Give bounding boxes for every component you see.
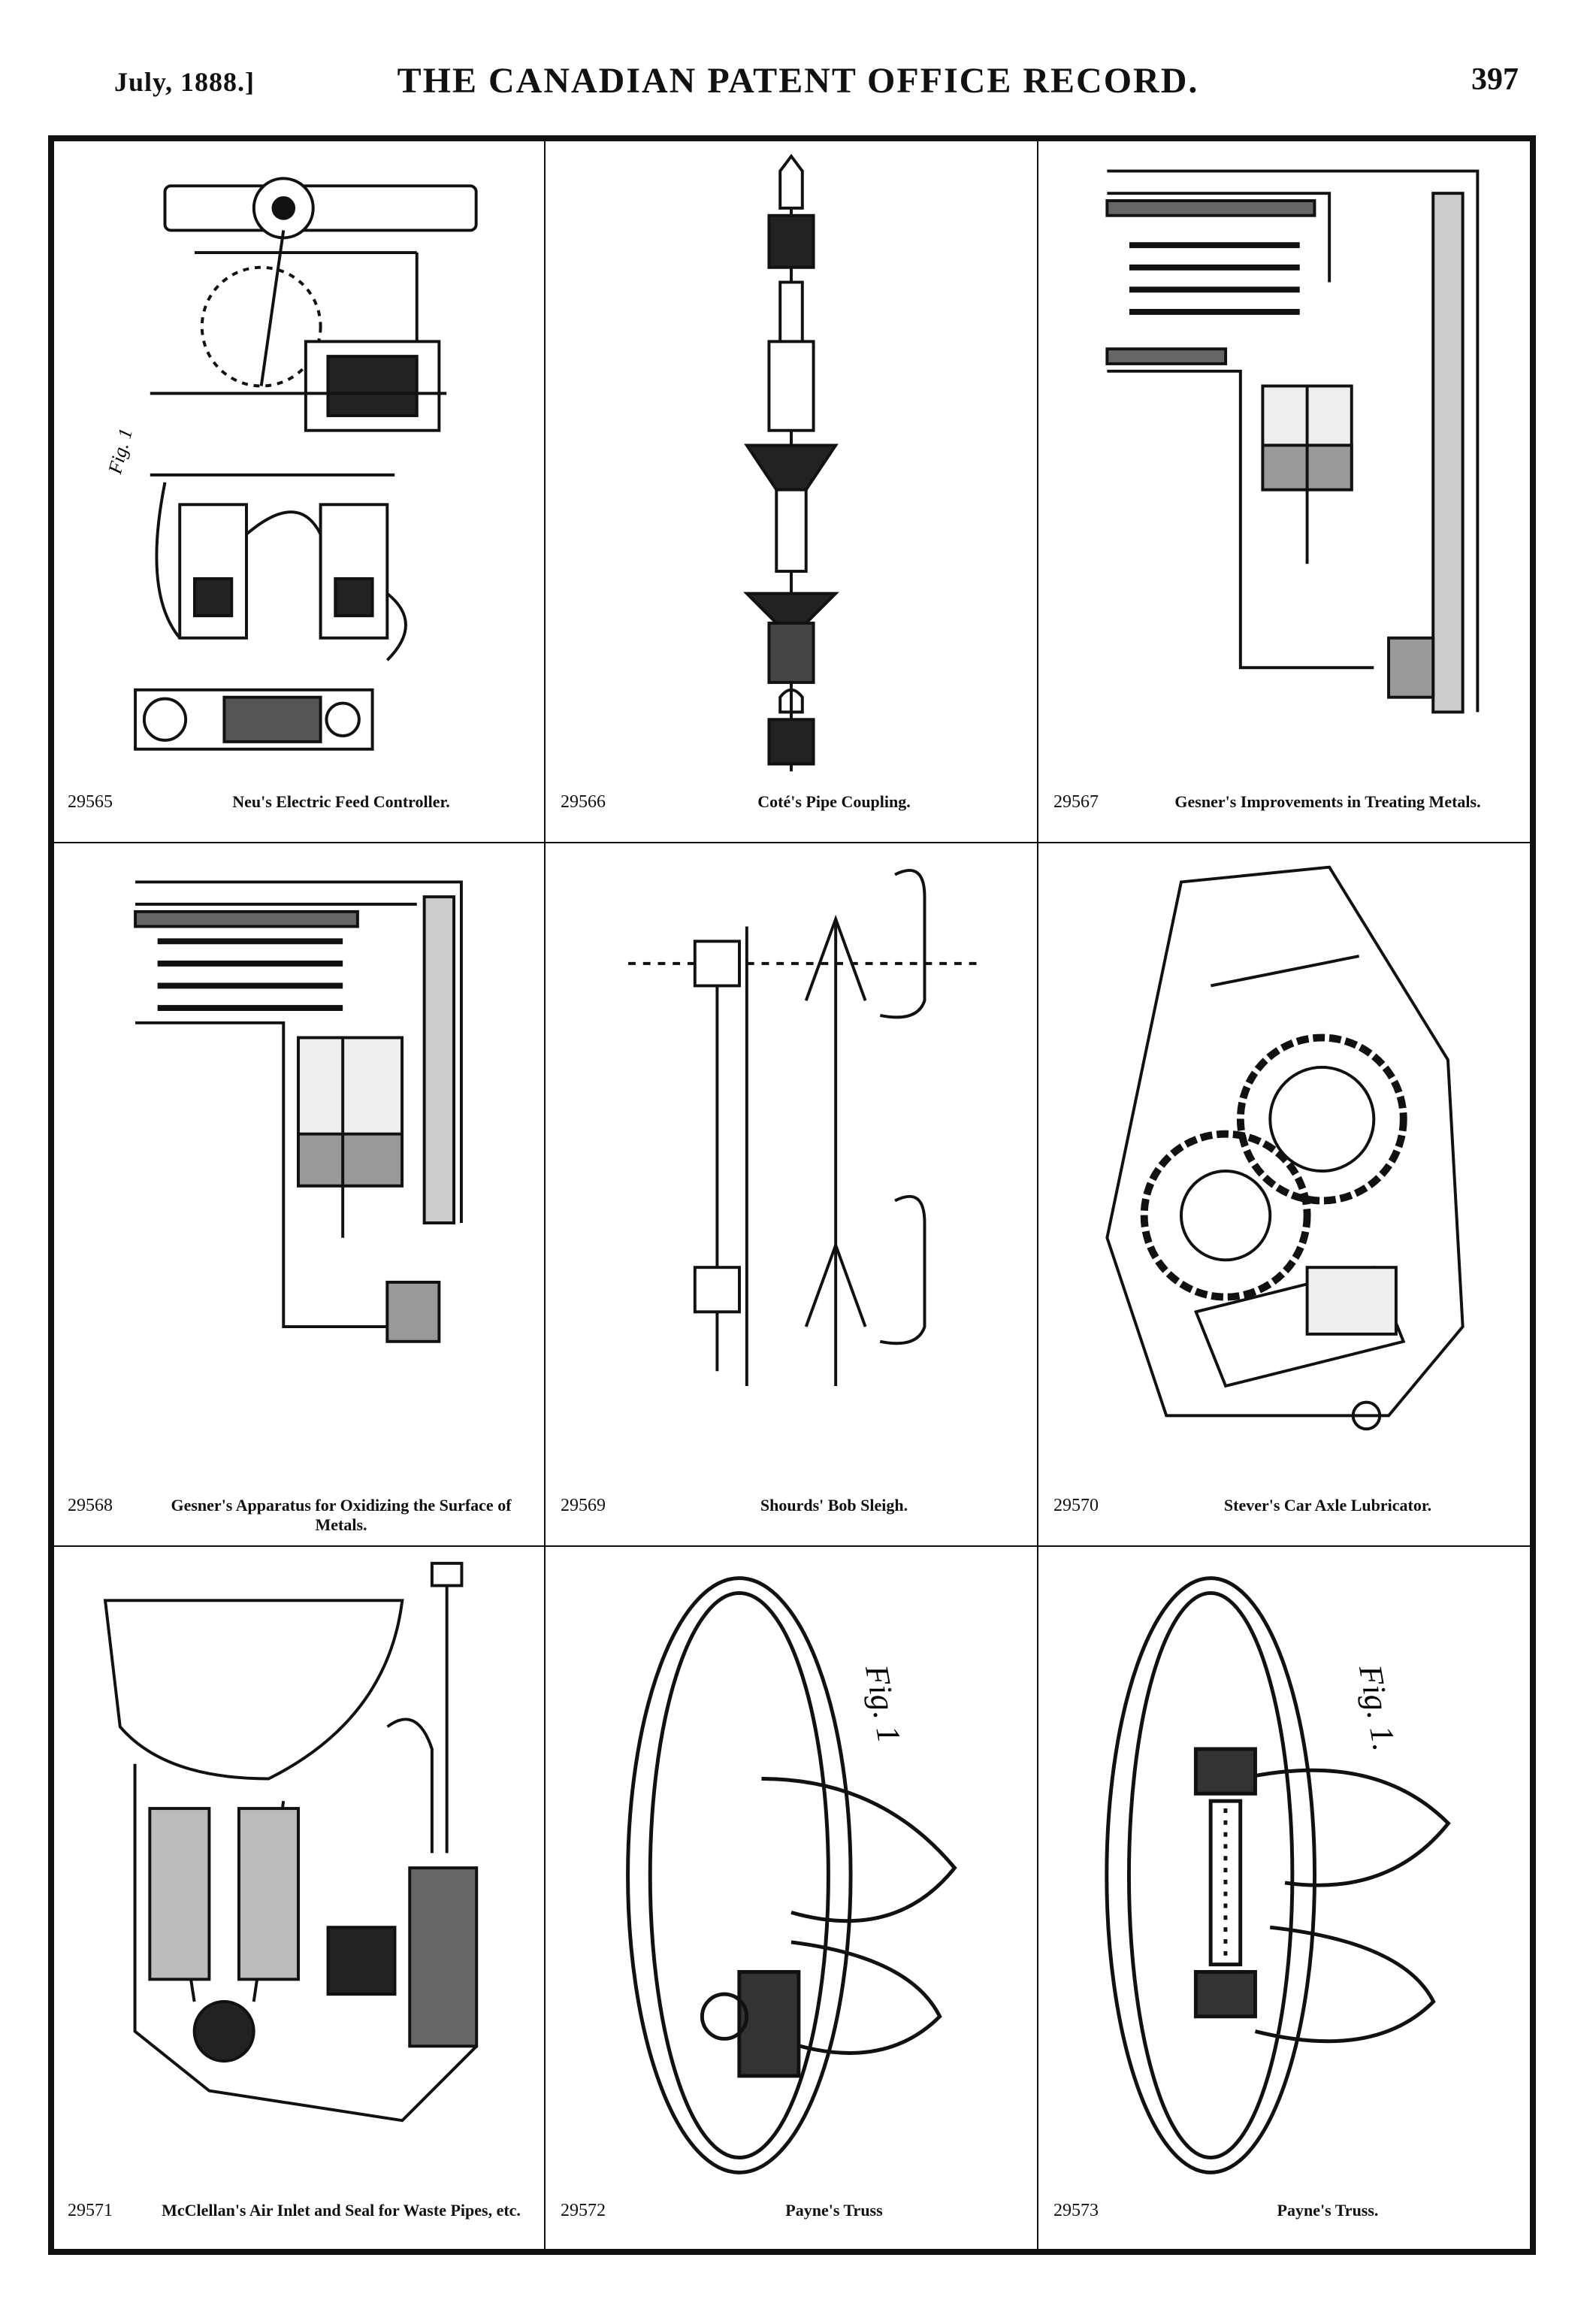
patent-title: Gesner's Improvements in Treating Metals… (1174, 792, 1481, 811)
patent-title: Coté's Pipe Coupling. (757, 792, 911, 811)
patent-number: 29567 (1053, 792, 1099, 812)
fig-label: Fig. 1 (858, 1662, 907, 1746)
page-number: 397 (1471, 62, 1519, 97)
page-header: July, 1888.] THE CANADIAN PATENT OFFICE … (0, 61, 1596, 119)
patent-caption: 29569 Shourds' Bob Sleigh. (561, 1493, 1025, 1539)
patent-cell: 29566 Coté's Pipe Coupling. (546, 140, 1038, 843)
patent-number: 29572 (561, 2201, 606, 2220)
patent-caption: 29567 Gesner's Improvements in Treating … (1053, 789, 1519, 836)
patent-title: McClellan's Air Inlet and Seal for Waste… (162, 2201, 521, 2220)
patent-drawing (1047, 852, 1522, 1490)
patent-drawing (1047, 149, 1522, 786)
patent-caption: 29573 Payne's Truss. (1053, 2198, 1519, 2244)
patent-caption: 29566 Coté's Pipe Coupling. (561, 789, 1025, 836)
patent-cell: 29571 McClellan's Air Inlet and Seal for… (53, 1547, 546, 2250)
patent-cell: Fig. 1 29572 Payne's Truss (546, 1547, 1038, 2250)
patent-cell: 29568 Gesner's Apparatus for Oxidizing t… (53, 843, 546, 1547)
patent-caption: 29570 Stever's Car Axle Lubricator. (1053, 1493, 1519, 1539)
publication-title: THE CANADIAN PATENT OFFICE RECORD. (397, 61, 1199, 101)
patent-caption: 29572 Payne's Truss (561, 2198, 1025, 2244)
patent-drawing: Fig. 1. (1047, 1556, 1522, 2195)
patent-number: 29569 (561, 1496, 606, 1515)
patent-drawing (555, 852, 1028, 1490)
patent-cell: 29570 Stever's Car Axle Lubricator. (1038, 843, 1531, 1547)
patent-title: Gesner's Apparatus for Oxidizing the Sur… (171, 1496, 512, 1534)
patent-drawing: Fig. 1 (62, 149, 535, 786)
patent-number: 29571 (68, 2201, 113, 2220)
patent-caption: 29568 Gesner's Apparatus for Oxidizing t… (68, 1493, 532, 1539)
patent-caption: 29571 McClellan's Air Inlet and Seal for… (68, 2198, 532, 2244)
patent-drawing: Fig. 1 (555, 1556, 1028, 2195)
patent-number: 29570 (1053, 1496, 1099, 1515)
patent-caption: 29565 Neu's Electric Feed Controller. (68, 789, 532, 836)
patent-number: 29573 (1053, 2201, 1099, 2220)
patent-cell: Fig. 1 29565 Neu's Electric Feed Control… (53, 140, 546, 843)
patent-number: 29565 (68, 792, 113, 812)
patent-cell: Fig. 1. 29573 Payne's Truss. (1038, 1547, 1531, 2250)
patent-number: 29568 (68, 1496, 113, 1515)
patent-cell: 29569 Shourds' Bob Sleigh. (546, 843, 1038, 1547)
patent-title: Neu's Electric Feed Controller. (232, 792, 450, 811)
patent-drawing (62, 852, 535, 1490)
patent-title: Shourds' Bob Sleigh. (760, 1496, 908, 1515)
patent-number: 29566 (561, 792, 606, 812)
fig-label: Fig. 1 (104, 426, 137, 477)
patent-cell: 29567 Gesner's Improvements in Treating … (1038, 140, 1531, 843)
issue-date: July, 1888.] (114, 67, 255, 97)
patent-title: Stever's Car Axle Lubricator. (1223, 1496, 1432, 1515)
fig-label: Fig. 1. (1352, 1662, 1402, 1754)
patent-plate-frame: Fig. 1 29565 Neu's Electric Feed Control… (48, 135, 1536, 2255)
patent-drawing (555, 149, 1028, 786)
patent-drawing (62, 1556, 535, 2195)
patent-title: Payne's Truss. (1277, 2201, 1379, 2220)
patent-grid: Fig. 1 29565 Neu's Electric Feed Control… (53, 140, 1531, 2250)
patent-title: Payne's Truss (785, 2201, 883, 2220)
